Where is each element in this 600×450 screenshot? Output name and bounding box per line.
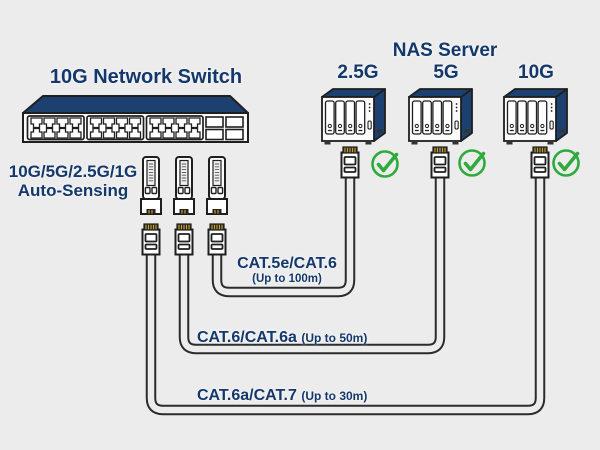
cable-cat6-cat6a-to-5g-nas — [178, 175, 446, 355]
auto-sensing-line1: 10G/5G/2.5G/1G — [8, 162, 138, 181]
switch-uplink-slots — [205, 116, 244, 141]
nas-speed-label-5g: 5G — [433, 62, 459, 83]
rj45-connector-icon — [340, 146, 360, 179]
cable-label-cat6a-cat7: CAT.6a/CAT.7 (Up to 30m) — [197, 387, 457, 405]
cable-label-cat5e-cat6: CAT.5e/CAT.6 (Up to 100m) — [212, 255, 362, 285]
nas-speed-label-2point5g: 2.5G — [337, 62, 379, 83]
nas-speed-label-10g: 10G — [518, 62, 554, 83]
nas-5g-illustration — [408, 88, 473, 146]
switch-title: 10G Network Switch — [49, 66, 243, 88]
switch-port-group — [86, 115, 145, 141]
cable-type: CAT.5e/CAT.6 — [237, 255, 337, 272]
rj45-connector-icon — [174, 223, 194, 256]
switch-plug-module — [173, 156, 195, 215]
cable-range: (Up to 30m) — [301, 389, 368, 403]
cable-type: CAT.6/CAT.6a — [197, 329, 297, 346]
switch-port-group — [145, 115, 204, 141]
nas-server-title: NAS Server — [392, 40, 498, 61]
cable-label-cat6-cat6a: CAT.6/CAT.6a (Up to 50m) — [197, 329, 457, 347]
check-circle-icon — [551, 148, 581, 178]
check-circle-icon — [370, 149, 400, 179]
cable-cat6a-cat7-to-10g-nas — [145, 175, 546, 416]
cable-cat5e-cat6-to-2point5g-nas — [211, 175, 356, 298]
cable-range: (Up to 50m) — [301, 331, 368, 345]
nas-2point5g-illustration — [321, 88, 386, 146]
rj45-connector-icon — [207, 223, 227, 256]
check-circle-icon — [457, 148, 487, 178]
switch-plug-module — [140, 156, 162, 215]
network-switch-illustration — [22, 95, 249, 143]
auto-sensing-line2: Auto-Sensing — [17, 180, 129, 200]
cable-type: CAT.6a/CAT.7 — [197, 387, 297, 404]
cable-range: (Up to 100m) — [252, 272, 322, 285]
rj45-connector-icon — [430, 146, 450, 179]
rj45-connector-icon — [141, 223, 161, 256]
auto-sensing-label: 10G/5G/2.5G/1G Auto-Sensing — [2, 162, 144, 200]
nas-10g-illustration — [503, 88, 568, 146]
switch-plug-module — [206, 156, 228, 215]
rj45-connector-icon — [530, 146, 550, 179]
switch-port-group — [26, 115, 85, 141]
